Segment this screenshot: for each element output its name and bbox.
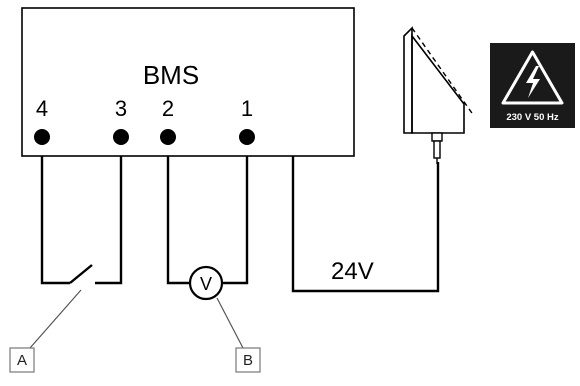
meter-circuit-wire (166, 156, 249, 285)
supply-voltage-label: 24V (331, 258, 374, 285)
terminal-2-number: 2 (162, 96, 174, 121)
voltmeter-symbol (188, 265, 224, 301)
callout-b-box (235, 347, 261, 373)
switch-circuit-wire (40, 156, 123, 285)
terminal-1-dot (239, 129, 255, 145)
voltmeter-letter: V (200, 274, 212, 294)
terminal-3-dot (113, 129, 129, 145)
terminal-1-number: 1 (241, 96, 253, 121)
power-adapter (403, 26, 475, 164)
supply-wire (291, 156, 440, 293)
terminal-3-number: 3 (115, 96, 127, 121)
callout-a-letter: A (17, 352, 27, 369)
terminal-4-dot (34, 129, 50, 145)
callout-b-leader (216, 297, 244, 349)
warning-triangle-icon (501, 50, 564, 105)
bms-label: BMS (143, 60, 199, 90)
lightning-bolt-icon (526, 66, 540, 98)
bms-box (21, 7, 355, 157)
terminal-4-number: 4 (36, 96, 48, 121)
callout-a-box (9, 347, 35, 373)
callout-b-letter: B (243, 352, 253, 369)
terminal-2-dot (160, 129, 176, 145)
warning-sign-text: 230 V 50 Hz (506, 112, 559, 123)
switch-contact (69, 264, 93, 284)
high-voltage-warning-sign: 230 V 50 Hz (490, 43, 575, 128)
callout-a-leader (29, 289, 82, 349)
